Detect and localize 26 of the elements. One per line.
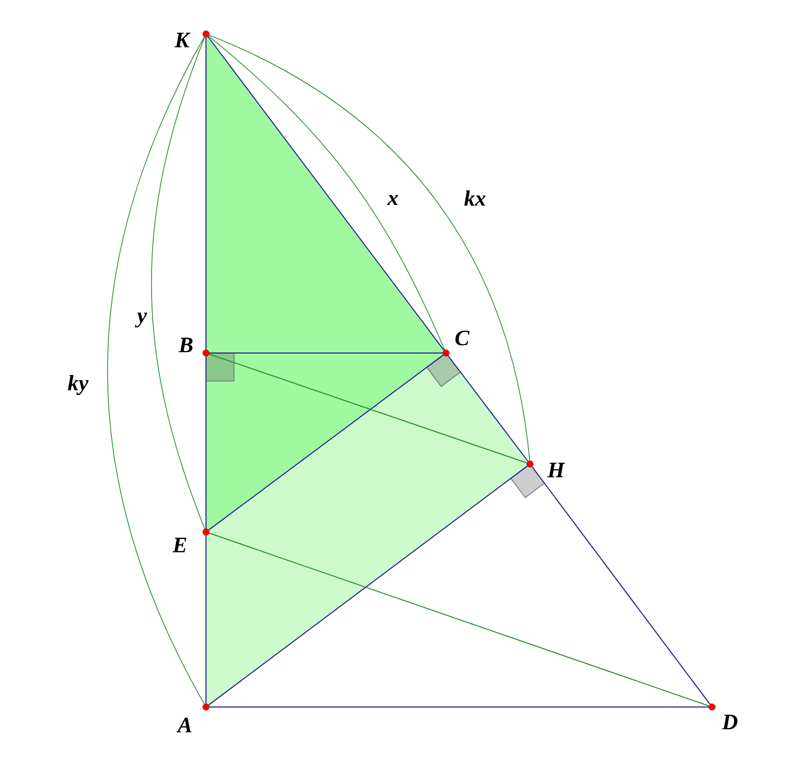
- length-label: y: [134, 312, 147, 328]
- point: [708, 704, 716, 710]
- length-label: ky: [68, 375, 88, 395]
- point-label: H: [547, 462, 566, 478]
- point: [202, 528, 210, 536]
- line-segment: [208, 466, 528, 706]
- point: [526, 460, 534, 468]
- length-label: kx: [464, 190, 486, 206]
- point-label: K: [174, 32, 191, 48]
- point-label: C: [455, 330, 470, 346]
- point: [202, 30, 210, 38]
- point-label: B: [178, 338, 193, 352]
- point: [442, 350, 450, 356]
- line-segment: [448, 355, 528, 462]
- line-segment: [208, 352, 444, 354]
- point-label: E: [172, 538, 186, 552]
- point-label: A: [176, 718, 192, 732]
- line-segment: [208, 354, 444, 530]
- length-label: x: [387, 194, 398, 206]
- line-segment: [208, 706, 710, 708]
- point: [202, 704, 210, 710]
- line-segment: [532, 466, 710, 705]
- point: [202, 350, 210, 356]
- line-segment: [208, 354, 528, 464]
- point-label: D: [722, 714, 738, 730]
- line-segment: [208, 532, 710, 706]
